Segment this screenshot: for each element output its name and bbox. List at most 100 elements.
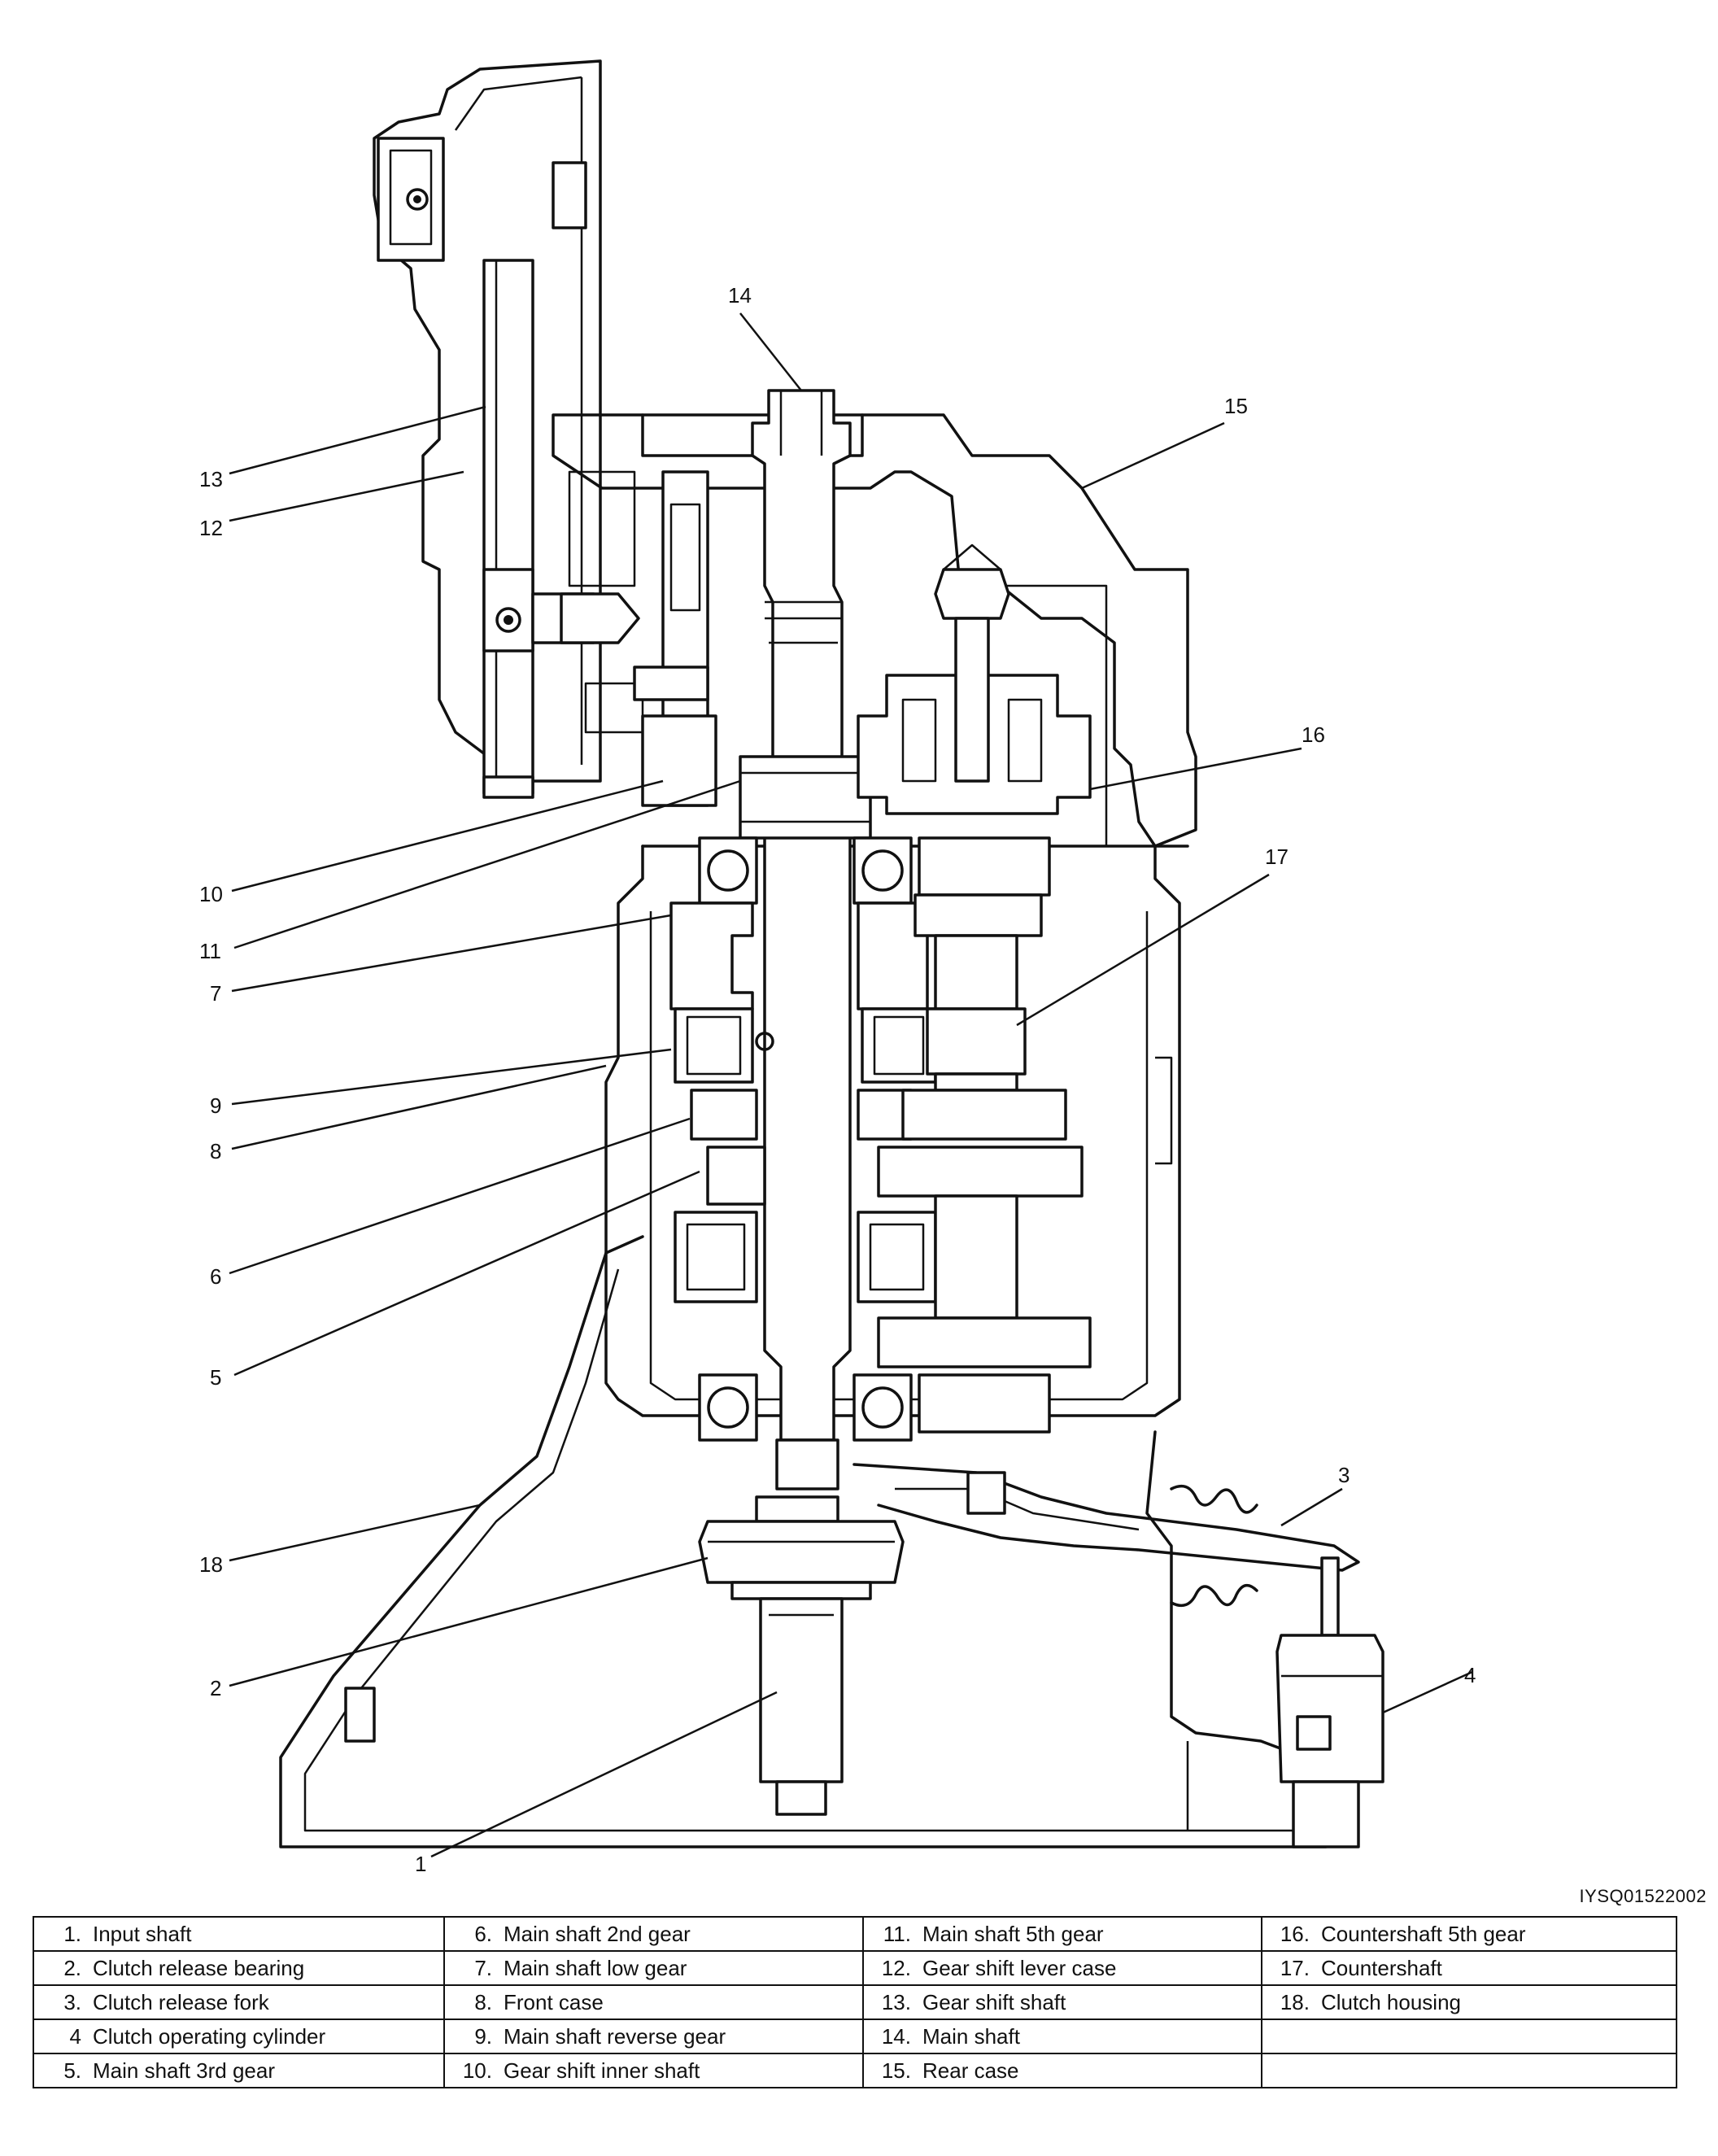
legend-cell: 16. Countershaft 5th gear — [1261, 1916, 1677, 1952]
gear-shift-lever-case — [373, 59, 602, 783]
legend-cell: 9. Main shaft reverse gear — [443, 2019, 864, 2054]
callout-1: 1 — [415, 1852, 426, 1871]
callout-15: 15 — [1224, 394, 1248, 418]
legend-label: Gear shift shaft — [922, 1989, 1066, 2014]
legend-cell: 7. Main shaft low gear — [443, 1950, 864, 1986]
legend-label: Main shaft 3rd gear — [93, 2058, 276, 2083]
legend-label: Main shaft — [922, 2023, 1020, 2049]
gear-shift-shaft — [482, 259, 640, 799]
legend-cell: 1. Input shaft — [33, 1916, 445, 1952]
legend-row: 3. Clutch release fork 8. Front case 13. Ge… — [33, 1984, 1677, 2020]
legend-label: Main shaft 5th gear — [922, 1921, 1104, 1946]
callout-5: 5 — [210, 1365, 221, 1390]
legend-label: Clutch release fork — [93, 1989, 269, 2014]
legend-number: 18. — [1280, 1989, 1310, 2014]
parts-legend-table: 1. Input shaft 6. Main shaft 2nd gear 11. M… — [33, 1916, 1677, 2088]
legend-label: Gear shift inner shaft — [504, 2058, 700, 2083]
legend-number: 6. — [474, 1921, 492, 1946]
transmission-cross-section-diagram: 1 2 3 4 5 6 7 8 9 10 11 12 13 14 15 16 1… — [199, 59, 1476, 1871]
callout-17: 17 — [1265, 845, 1288, 869]
callout-8: 8 — [210, 1139, 221, 1163]
countershaft — [877, 836, 1092, 1434]
legend-label: Main shaft 2nd gear — [504, 1921, 691, 1946]
legend-number: 17. — [1280, 1955, 1310, 1980]
legend-number: 3. — [63, 1989, 81, 2014]
legend-cell: 13. Gear shift shaft — [862, 1984, 1262, 2020]
main-shaft-reverse-gear — [674, 1007, 937, 1084]
clutch-housing — [279, 1235, 1328, 1848]
legend-label: Countershaft — [1321, 1955, 1442, 1980]
legend-number: 7. — [474, 1955, 492, 1980]
gear-shift-inner-shaft — [633, 470, 717, 807]
legend-number: 15. — [881, 2058, 911, 2083]
legend-number: 5. — [63, 2058, 81, 2083]
legend-cell: 14. Main shaft — [862, 2019, 1262, 2054]
legend-label: Input shaft — [93, 1921, 192, 1946]
clutch-release-bearing — [698, 1495, 905, 1600]
callout-18: 18 — [199, 1552, 223, 1577]
legend-cell: 12. Gear shift lever case — [862, 1950, 1262, 1986]
callout-3: 3 — [1338, 1463, 1350, 1487]
callout-2: 2 — [210, 1676, 221, 1700]
legend-label: Clutch housing — [1321, 1989, 1461, 2014]
callout-7: 7 — [210, 981, 221, 1006]
callout-11: 11 — [199, 939, 221, 963]
legend-cell: 2. Clutch release bearing — [33, 1950, 445, 1986]
legend-label: Front case — [504, 1989, 604, 2014]
legend-cell: 18. Clutch housing — [1261, 1984, 1677, 2020]
legend-row: 2. Clutch release bearing 7. Main shaft lo… — [33, 1950, 1677, 1986]
legend-number: 9. — [474, 2023, 492, 2049]
legend-cell: 17. Countershaft — [1261, 1950, 1677, 1986]
callout-6: 6 — [210, 1264, 221, 1289]
legend-cell-empty — [1261, 2053, 1677, 2088]
callout-12: 12 — [199, 516, 223, 540]
legend-number: 12. — [881, 1955, 911, 1980]
clutch-release-fork — [852, 1463, 1360, 1608]
callout-4: 4 — [1464, 1663, 1476, 1687]
legend-label: Clutch operating cylinder — [93, 2023, 326, 2049]
legend-label: Clutch release bearing — [93, 1955, 305, 1980]
legend-label: Gear shift lever case — [922, 1955, 1117, 1980]
main-shaft — [751, 389, 852, 1442]
callout-16: 16 — [1302, 722, 1325, 747]
main-shaft-3rd-gear — [674, 1146, 937, 1303]
legend-cell: 8. Front case — [443, 1984, 864, 2020]
main-shaft-low-gear — [669, 901, 929, 1010]
clutch-operating-cylinder — [1275, 1556, 1384, 1848]
legend-label: Main shaft low gear — [504, 1955, 687, 1980]
callout-14: 14 — [728, 283, 752, 308]
legend-cell: 3. Clutch release fork — [33, 1984, 445, 2020]
legend-number: 13. — [881, 1989, 911, 2014]
main-shaft-rear-bearing — [698, 1373, 913, 1442]
legend-row: 5. Main shaft 3rd gear 10. Gear shift inne… — [33, 2053, 1677, 2088]
legend-number: 2. — [63, 1955, 81, 1980]
legend-cell: 6. Main shaft 2nd gear — [443, 1916, 864, 1952]
legend-label: Main shaft reverse gear — [504, 2023, 726, 2049]
callout-13: 13 — [199, 467, 223, 491]
callout-9: 9 — [210, 1093, 221, 1118]
input-shaft — [759, 1438, 844, 1816]
legend-number: 14. — [881, 2023, 911, 2049]
legend-cell-empty — [1261, 2019, 1677, 2054]
legend-number: 10. — [462, 2058, 492, 2083]
legend-number: 4 — [69, 2023, 81, 2049]
legend-number: 1. — [63, 1921, 81, 1946]
legend-number: 11. — [883, 1921, 911, 1946]
leader-lines — [229, 312, 1473, 1858]
legend-row: 1. Input shaft 6. Main shaft 2nd gear 11. M… — [33, 1916, 1677, 1952]
legend-cell: 11. Main shaft 5th gear — [862, 1916, 1262, 1952]
callout-10: 10 — [199, 882, 223, 906]
main-shaft-5th-gear — [739, 755, 872, 840]
legend-cell: 5. Main shaft 3rd gear — [33, 2053, 445, 2088]
legend-label: Rear case — [922, 2058, 1019, 2083]
legend-number: 16. — [1280, 1921, 1310, 1946]
legend-cell: 4 Clutch operating cylinder — [33, 2019, 445, 2054]
legend-cell: 15. Rear case — [862, 2053, 1262, 2088]
legend-label: Countershaft 5th gear — [1321, 1921, 1526, 1946]
callout-labels: 1 2 3 4 5 6 7 8 9 10 11 12 13 14 15 16 1… — [199, 283, 1476, 1871]
figure-code: IYSQ01522002 — [1579, 1886, 1707, 1906]
legend-row: 4 Clutch operating cylinder 9. Main shaft … — [33, 2019, 1677, 2054]
legend-number: 8. — [474, 1989, 492, 2014]
legend-cell: 10. Gear shift inner shaft — [443, 2053, 864, 2088]
countershaft-5th-gear — [857, 543, 1092, 815]
